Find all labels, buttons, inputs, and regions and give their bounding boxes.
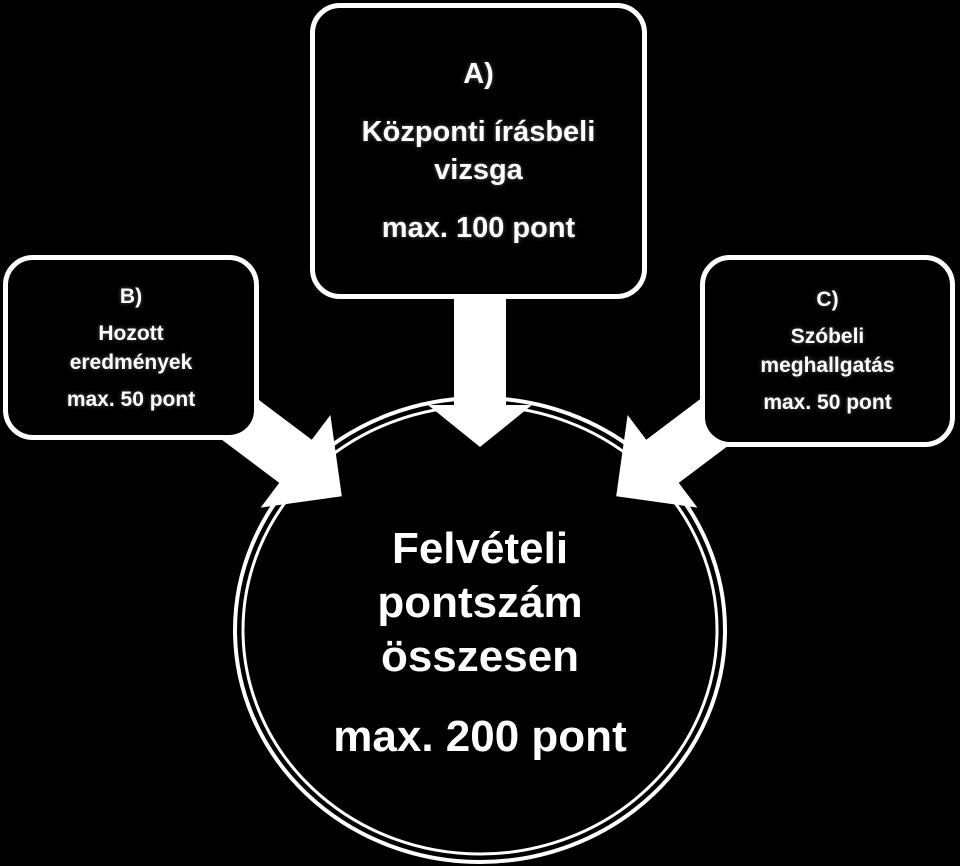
box-c-letter: C) — [816, 288, 839, 311]
box-a-points: max. 100 pont — [381, 212, 576, 244]
box-b-letter: B) — [119, 284, 143, 308]
total-line2: pontszám — [377, 578, 583, 627]
box-b-title-line1: Hozott — [98, 321, 164, 345]
box-b-points: max. 50 pont — [66, 387, 196, 411]
box-a-letter: A) — [463, 58, 494, 90]
total-line1: Felvételi — [391, 524, 569, 573]
box-oral-interview: C) Szóbeli meghallgatás max. 50 pont — [700, 255, 955, 447]
box-a-title-line2: vizsga — [434, 154, 523, 186]
box-c-title-line1: Szóbeli — [790, 325, 865, 348]
total-line3: összesen — [380, 632, 580, 681]
box-prior-results: B) Hozott eredmények max. 50 pont — [3, 255, 259, 440]
total-points: max. 200 pont — [333, 712, 627, 761]
box-written-exam: A) Központi írásbeli vizsga max. 100 pon… — [310, 3, 647, 299]
box-a-title-line1: Központi írásbeli — [361, 116, 596, 148]
box-c-title-line2: meghallgatás — [760, 354, 895, 377]
box-c-points: max. 50 pont — [763, 391, 892, 414]
box-b-title-line2: eredmények — [69, 350, 193, 374]
total-score-label: Felvételi pontszám összesen max. 200 pon… — [240, 400, 720, 862]
arrow-from-a — [428, 283, 532, 447]
